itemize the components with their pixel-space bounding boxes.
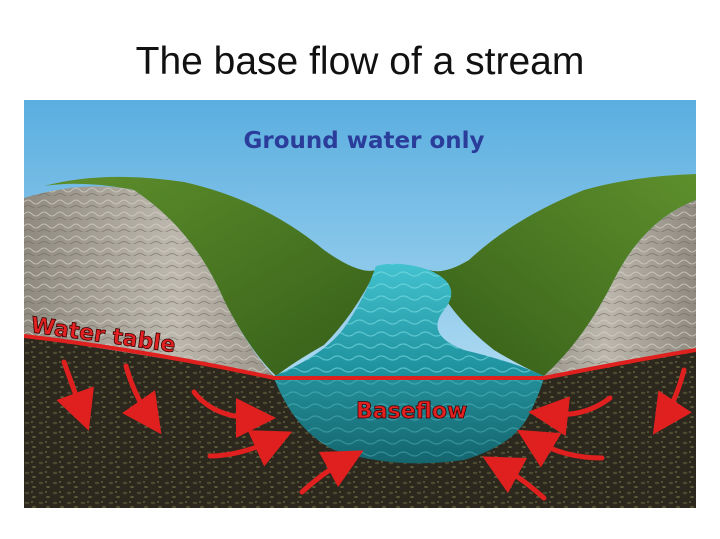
stream-diagram: Ground water only Water table Baseflow [24, 100, 696, 508]
diagram-title: The base flow of a stream [0, 42, 720, 81]
ground-water-label: Ground water only [243, 128, 484, 154]
baseflow-label: Baseflow [356, 399, 467, 424]
stream-cross-section: Ground water only Water table Baseflow [24, 100, 696, 508]
